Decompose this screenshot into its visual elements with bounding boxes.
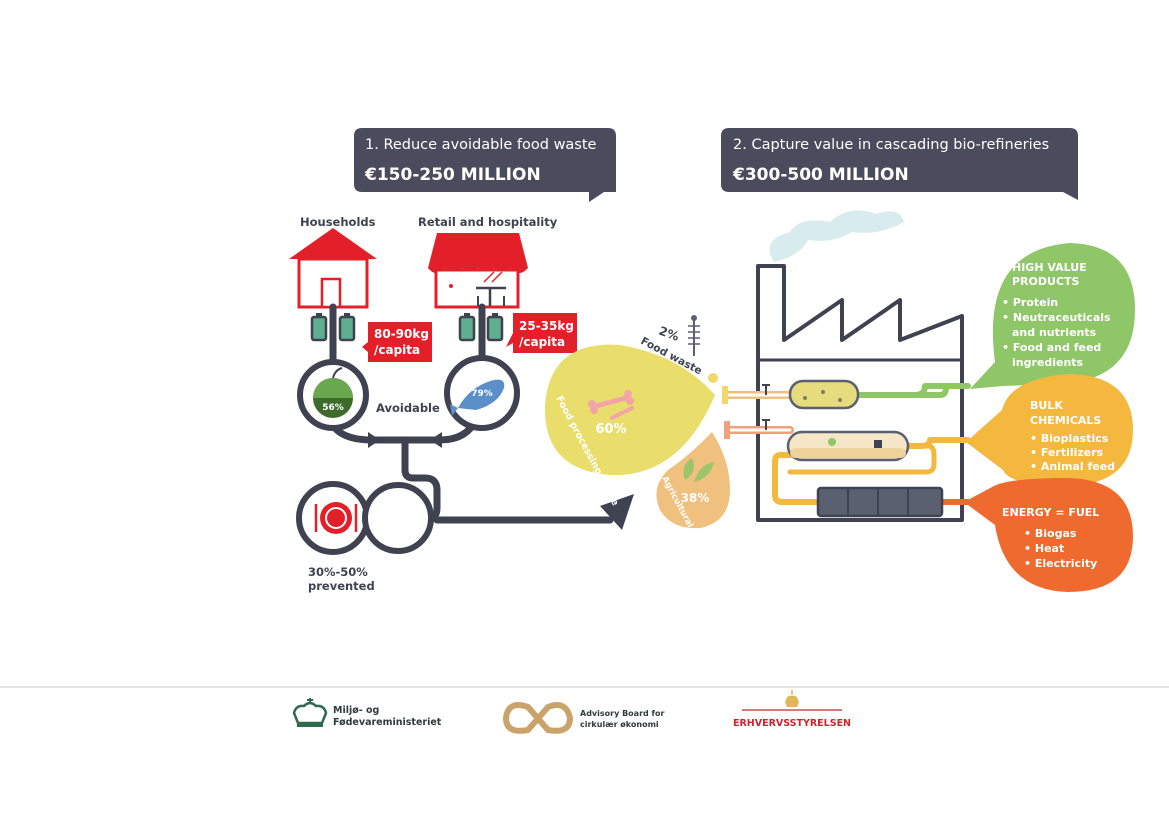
flow-arrow-icon — [430, 432, 442, 448]
plate-icon — [314, 502, 358, 534]
crown-icon — [785, 690, 799, 707]
refinery-tank-1 — [788, 379, 860, 410]
food-waste-percent: 2% — [657, 324, 681, 344]
footer-logo-erhvervsstyrelsen: ERHVERVSSTYRELSEN — [733, 690, 851, 729]
banner-reduce-food-waste: 1. Reduce avoidable food waste €150-250 … — [354, 128, 616, 202]
retail-amount-tag: 25-35kg /capita — [506, 313, 577, 353]
crown-icon — [292, 698, 328, 727]
fish-icon — [450, 379, 505, 416]
valve-icon — [722, 384, 770, 439]
energy-title: ENERGY = FUEL — [1002, 506, 1099, 519]
prevented-line1: 30%-50% — [308, 565, 368, 579]
banner2-amount: €300-500 MILLION — [732, 165, 909, 185]
erhvervsstyrelsen-text: ERHVERVSSTYRELSEN — [733, 718, 851, 729]
bin-icon — [310, 313, 328, 342]
retail-label: Retail and hospitality — [418, 215, 558, 229]
households-percent: 56% — [322, 403, 344, 413]
avoidable-label: Avoidable — [376, 401, 440, 415]
leaf-icon — [683, 458, 714, 482]
retail-percent-circle: 79% — [444, 355, 520, 431]
households-amount-line2: /capita — [374, 343, 420, 357]
circular-logo-icon — [502, 702, 574, 734]
banner-bio-refineries: 2. Capture value in cascading bio-refine… — [721, 128, 1078, 200]
high-value-item: • Food and feed — [1002, 341, 1101, 354]
ministry-line1: Miljø- og — [333, 705, 379, 716]
house-icon — [289, 228, 377, 309]
fish-bone-icon — [688, 315, 700, 356]
energy-fuel-bubble: ENERGY = FUEL • Biogas • Heat • Electric… — [964, 478, 1133, 592]
prevented-circle — [296, 481, 434, 555]
flow-arrow-icon — [368, 432, 380, 448]
bin-icon — [338, 313, 356, 342]
retail-amount-line2: /capita — [519, 335, 565, 349]
footer-logo-ministry: Miljø- og Fødevareministeriet — [292, 698, 442, 728]
high-value-title-line1: HIGH VALUE — [1012, 261, 1087, 274]
bulk-item: • Animal feed — [1030, 460, 1115, 473]
bulk-chemicals-bubble: BULK CHEMICALS • Bioplastics • Fertilize… — [966, 374, 1133, 486]
bone-icon — [588, 390, 634, 420]
flow-arrow-icon — [600, 494, 634, 530]
retail-percent: 79% — [471, 389, 493, 399]
bulk-title-line1: BULK — [1030, 399, 1063, 412]
households-group: Households 80-90kg /capita — [289, 215, 432, 362]
banner2-title: 2. Capture value in cascading bio-refine… — [733, 137, 1049, 153]
retail-group: Retail and hospitality 25-35kg /capita — [418, 215, 577, 353]
households-amount-tag: 80-90kg /capita — [362, 322, 432, 362]
refinery-tank-2 — [786, 430, 910, 462]
bulk-item: • Bioplastics — [1030, 432, 1109, 445]
food-processing-percent: 60% — [595, 422, 626, 437]
prevented-line2: prevented — [308, 579, 375, 593]
high-value-products-bubble: HIGH VALUE PRODUCTS • Protein • Neutrace… — [970, 243, 1135, 389]
high-value-title-line2: PRODUCTS — [1012, 275, 1080, 288]
advisory-line1: Advisory Board for — [580, 709, 665, 718]
smoke-icon — [769, 210, 904, 262]
energy-item: • Electricity — [1024, 557, 1097, 570]
apple-icon — [313, 367, 353, 418]
bulk-item: • Fertilizers — [1030, 446, 1104, 459]
shop-icon — [428, 233, 528, 309]
advisory-line2: cirkulær økonomi — [580, 720, 659, 729]
high-value-item: and nutrients — [1012, 326, 1097, 339]
bin-icon — [486, 313, 504, 342]
footer-logo-advisory-board: Advisory Board for cirkulær økonomi — [502, 702, 665, 734]
banner1-title: 1. Reduce avoidable food waste — [365, 137, 597, 153]
ministry-line2: Fødevareministeriet — [333, 717, 442, 728]
high-value-item: ingredients — [1012, 356, 1084, 369]
bulk-title-line2: CHEMICALS — [1030, 414, 1101, 427]
banner1-amount: €150-250 MILLION — [364, 165, 541, 185]
refinery-pipes — [724, 383, 971, 505]
households-percent-circle: 56% — [297, 359, 369, 431]
agricultural-percent: 38% — [681, 491, 710, 505]
energy-item: • Biogas — [1024, 527, 1077, 540]
households-amount-line1: 80-90kg — [374, 327, 429, 341]
bin-icon — [458, 313, 476, 342]
high-value-item: • Neutraceuticals — [1002, 311, 1111, 324]
refinery-battery — [816, 486, 944, 518]
households-label: Households — [300, 215, 376, 229]
high-value-item: • Protein — [1002, 296, 1058, 309]
retail-amount-line1: 25-35kg — [519, 319, 574, 333]
energy-item: • Heat — [1024, 542, 1064, 555]
